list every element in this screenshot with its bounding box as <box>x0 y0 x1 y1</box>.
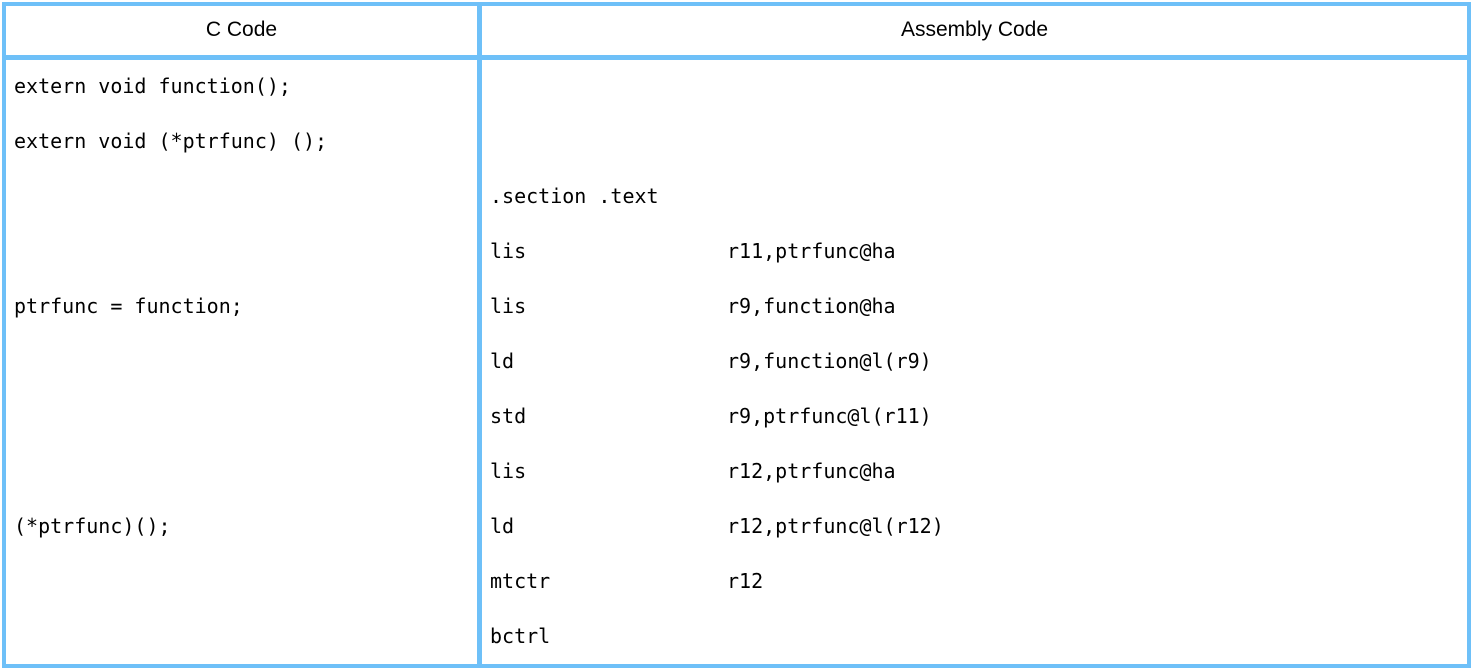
c-code-line: extern void function(); <box>14 74 291 98</box>
c-code-block: extern void function(); extern void (*ptr… <box>6 59 477 664</box>
assembly-code-line: std r9,ptrfunc@l(r11) <box>490 389 1467 444</box>
c-code-line <box>14 334 477 389</box>
c-code-line: extern void (*ptrfunc) (); <box>14 129 328 153</box>
assembly-code-line: .section .text <box>490 169 1467 224</box>
assembly-mnemonic: lis <box>490 239 527 263</box>
assembly-mnemonic: mtctr <box>490 569 551 593</box>
header-double-rule <box>2 56 1471 60</box>
table-header: C Code Assembly Code <box>6 6 1467 59</box>
c-code-line: (*ptrfunc)(); <box>14 514 171 538</box>
assembly-code-line: lis r11,ptrfunc@ha <box>490 224 1467 279</box>
assembly-directive: bctrl <box>490 624 551 648</box>
assembly-mnemonic: lis <box>490 459 527 483</box>
column-header-c-code: C Code <box>6 6 482 59</box>
assembly-mnemonic: ld <box>490 514 515 538</box>
c-code-line <box>14 554 477 609</box>
c-code-line: ptrfunc = function; <box>14 294 243 318</box>
assembly-operand: r12 <box>727 569 764 593</box>
c-code-line <box>14 444 477 499</box>
table-row: extern void function(); extern void (*ptr… <box>6 59 1467 664</box>
assembly-code-line: ld r9,function@l(r9) <box>490 334 1467 389</box>
assembly-code-line <box>490 59 1467 114</box>
table-body: extern void function(); extern void (*ptr… <box>6 59 1467 664</box>
c-code-line <box>14 224 477 279</box>
assembly-directive: .section .text <box>490 184 659 208</box>
assembly-code-line: lis r9,function@ha <box>490 279 1467 334</box>
assembly-code-line: bctrl <box>490 609 1467 664</box>
assembly-operand: r12,ptrfunc@l(r12) <box>727 514 944 538</box>
header-row: C Code Assembly Code <box>6 6 1467 59</box>
c-code-line <box>14 389 477 444</box>
assembly-mnemonic: std <box>490 404 527 428</box>
assembly-operand: r9,function@l(r9) <box>727 349 932 373</box>
assembly-code-line <box>490 114 1467 169</box>
assembly-operand: r9,function@ha <box>727 294 896 318</box>
assembly-operand: r11,ptrfunc@ha <box>727 239 896 263</box>
assembly-operand: r9,ptrfunc@l(r11) <box>727 404 932 428</box>
cell-c-code: extern void function(); extern void (*ptr… <box>6 59 482 664</box>
assembly-mnemonic: ld <box>490 349 515 373</box>
c-code-line <box>14 609 477 664</box>
assembly-mnemonic: lis <box>490 294 527 318</box>
assembly-code-block: .section .text lis r11,ptrfunc@ha lis r9,fun… <box>482 59 1467 664</box>
assembly-operand: r12,ptrfunc@ha <box>727 459 896 483</box>
column-header-assembly-code: Assembly Code <box>482 6 1467 59</box>
assembly-code-line: ld r12,ptrfunc@l(r12) <box>490 499 1467 554</box>
assembly-code-line: mtctr r12 <box>490 554 1467 609</box>
cell-assembly-code: .section .text lis r11,ptrfunc@ha lis r9,fun… <box>482 59 1467 664</box>
c-code-line <box>14 169 477 224</box>
assembly-code-line: lis r12,ptrfunc@ha <box>490 444 1467 499</box>
